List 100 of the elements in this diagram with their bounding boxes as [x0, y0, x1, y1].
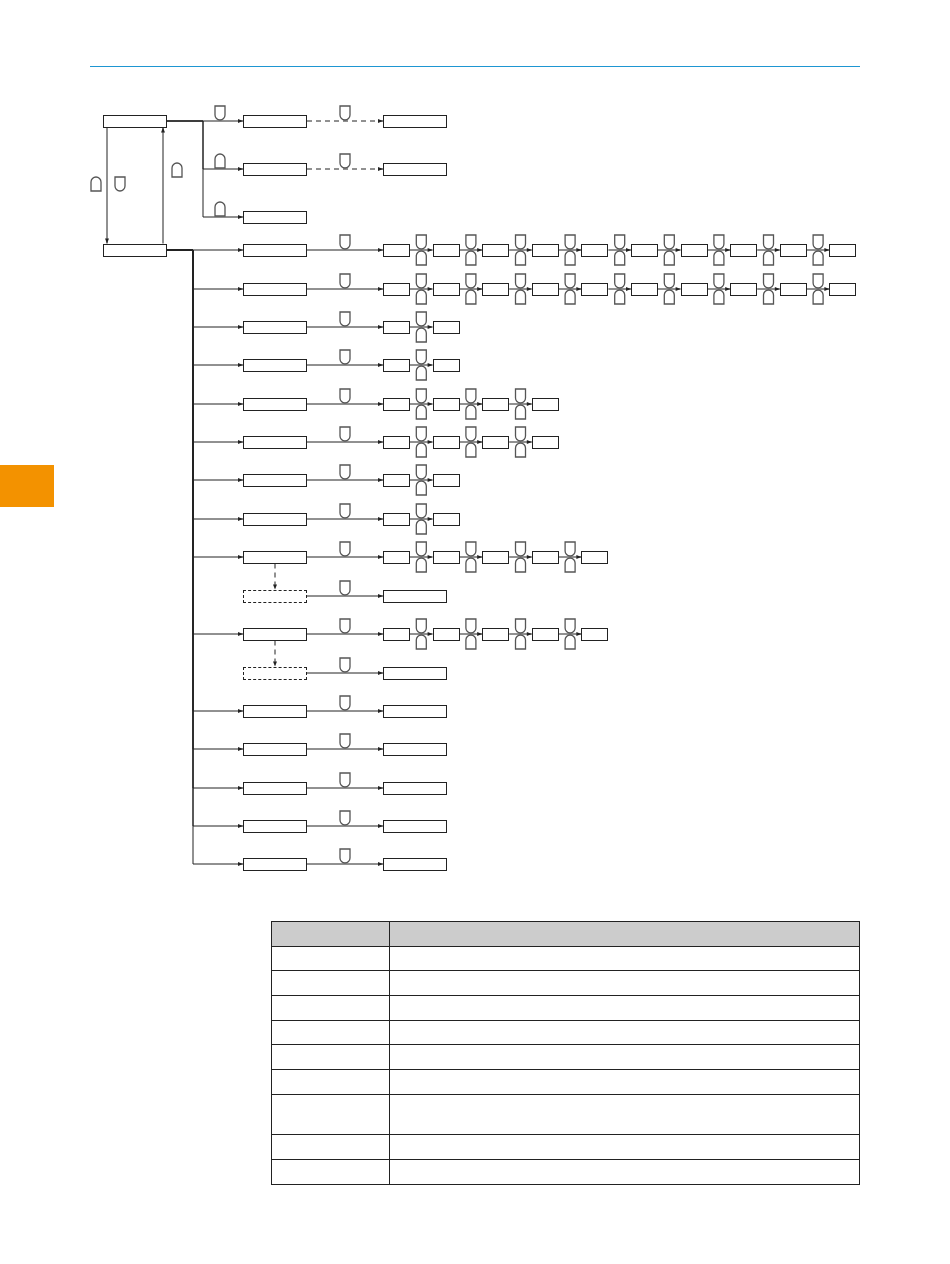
arrow	[459, 402, 483, 406]
process-box	[432, 358, 460, 372]
process-box	[243, 210, 307, 224]
process-box	[432, 512, 460, 526]
process-box	[243, 320, 307, 334]
arrow	[306, 671, 384, 675]
process-box	[581, 550, 609, 564]
process-box	[383, 435, 410, 449]
process-box	[531, 627, 559, 641]
arrow	[306, 824, 384, 828]
process-box	[383, 162, 447, 176]
dashed-arrow	[273, 563, 277, 590]
process-box	[432, 435, 460, 449]
process-box	[243, 704, 307, 718]
process-box	[581, 243, 609, 257]
process-box	[730, 282, 758, 296]
arrow	[409, 402, 434, 406]
arrow	[306, 248, 384, 252]
process-box	[383, 473, 410, 487]
process-box	[243, 435, 307, 449]
arrow	[409, 248, 434, 252]
process-box	[383, 282, 410, 296]
process-box	[243, 550, 307, 564]
process-box	[631, 282, 658, 296]
process-box	[103, 243, 167, 257]
arrow	[508, 440, 533, 444]
process-box	[243, 857, 307, 871]
process-box	[482, 282, 510, 296]
arrow	[306, 594, 384, 598]
process-box	[383, 397, 410, 411]
arrow	[306, 786, 384, 790]
process-box	[680, 243, 708, 257]
process-box	[432, 473, 460, 487]
process-box	[243, 114, 307, 128]
process-box	[383, 781, 447, 795]
process-box	[103, 114, 167, 128]
process-box	[680, 282, 708, 296]
arrow	[306, 709, 384, 713]
process-box	[581, 627, 609, 641]
arrow	[409, 325, 434, 329]
process-box	[383, 358, 410, 372]
arrow	[409, 287, 434, 291]
arrow	[459, 287, 483, 291]
arrow	[166, 120, 244, 219]
process-box	[243, 358, 307, 372]
arrow	[508, 287, 533, 291]
arrow	[306, 325, 384, 329]
arrow	[409, 440, 434, 444]
process-box	[779, 243, 807, 257]
process-box	[383, 742, 447, 756]
arrow	[607, 248, 632, 252]
process-box	[432, 397, 460, 411]
process-box	[432, 282, 460, 296]
arrow	[306, 287, 384, 291]
arrow	[806, 248, 830, 252]
process-box	[631, 243, 658, 257]
process-box	[383, 857, 447, 871]
process-box	[829, 282, 857, 296]
process-box	[531, 397, 559, 411]
arrow	[306, 632, 384, 636]
arrow	[306, 747, 384, 751]
arrow	[508, 248, 533, 252]
arrow	[409, 478, 434, 482]
process-box	[383, 243, 410, 257]
arrow	[508, 632, 533, 636]
process-box	[383, 114, 447, 128]
arrow	[306, 555, 384, 559]
process-box	[243, 512, 307, 526]
arrow	[558, 287, 582, 291]
process-box	[383, 512, 410, 526]
process-box	[531, 435, 559, 449]
arrow	[756, 287, 781, 291]
process-box	[243, 473, 307, 487]
process-box	[243, 742, 307, 756]
process-box	[383, 819, 447, 833]
arrow	[306, 517, 384, 521]
arrow	[657, 248, 682, 252]
arrow	[558, 248, 582, 252]
process-box	[432, 627, 460, 641]
process-box	[243, 397, 307, 411]
process-box	[243, 627, 307, 641]
process-box	[432, 243, 460, 257]
arrow	[306, 478, 384, 482]
process-box	[432, 320, 460, 334]
arrow	[657, 287, 682, 291]
arrow	[105, 127, 109, 244]
process-box	[243, 819, 307, 833]
process-box	[243, 162, 307, 176]
arrow	[306, 402, 384, 406]
process-box	[482, 550, 510, 564]
dashed-box	[243, 589, 307, 603]
arrow	[756, 248, 781, 252]
process-box	[383, 320, 410, 334]
process-box	[531, 282, 559, 296]
arrow	[409, 517, 434, 521]
arrow	[508, 402, 533, 406]
process-box	[829, 243, 857, 257]
arrow	[161, 127, 165, 244]
arrow	[607, 287, 632, 291]
process-box	[531, 550, 559, 564]
